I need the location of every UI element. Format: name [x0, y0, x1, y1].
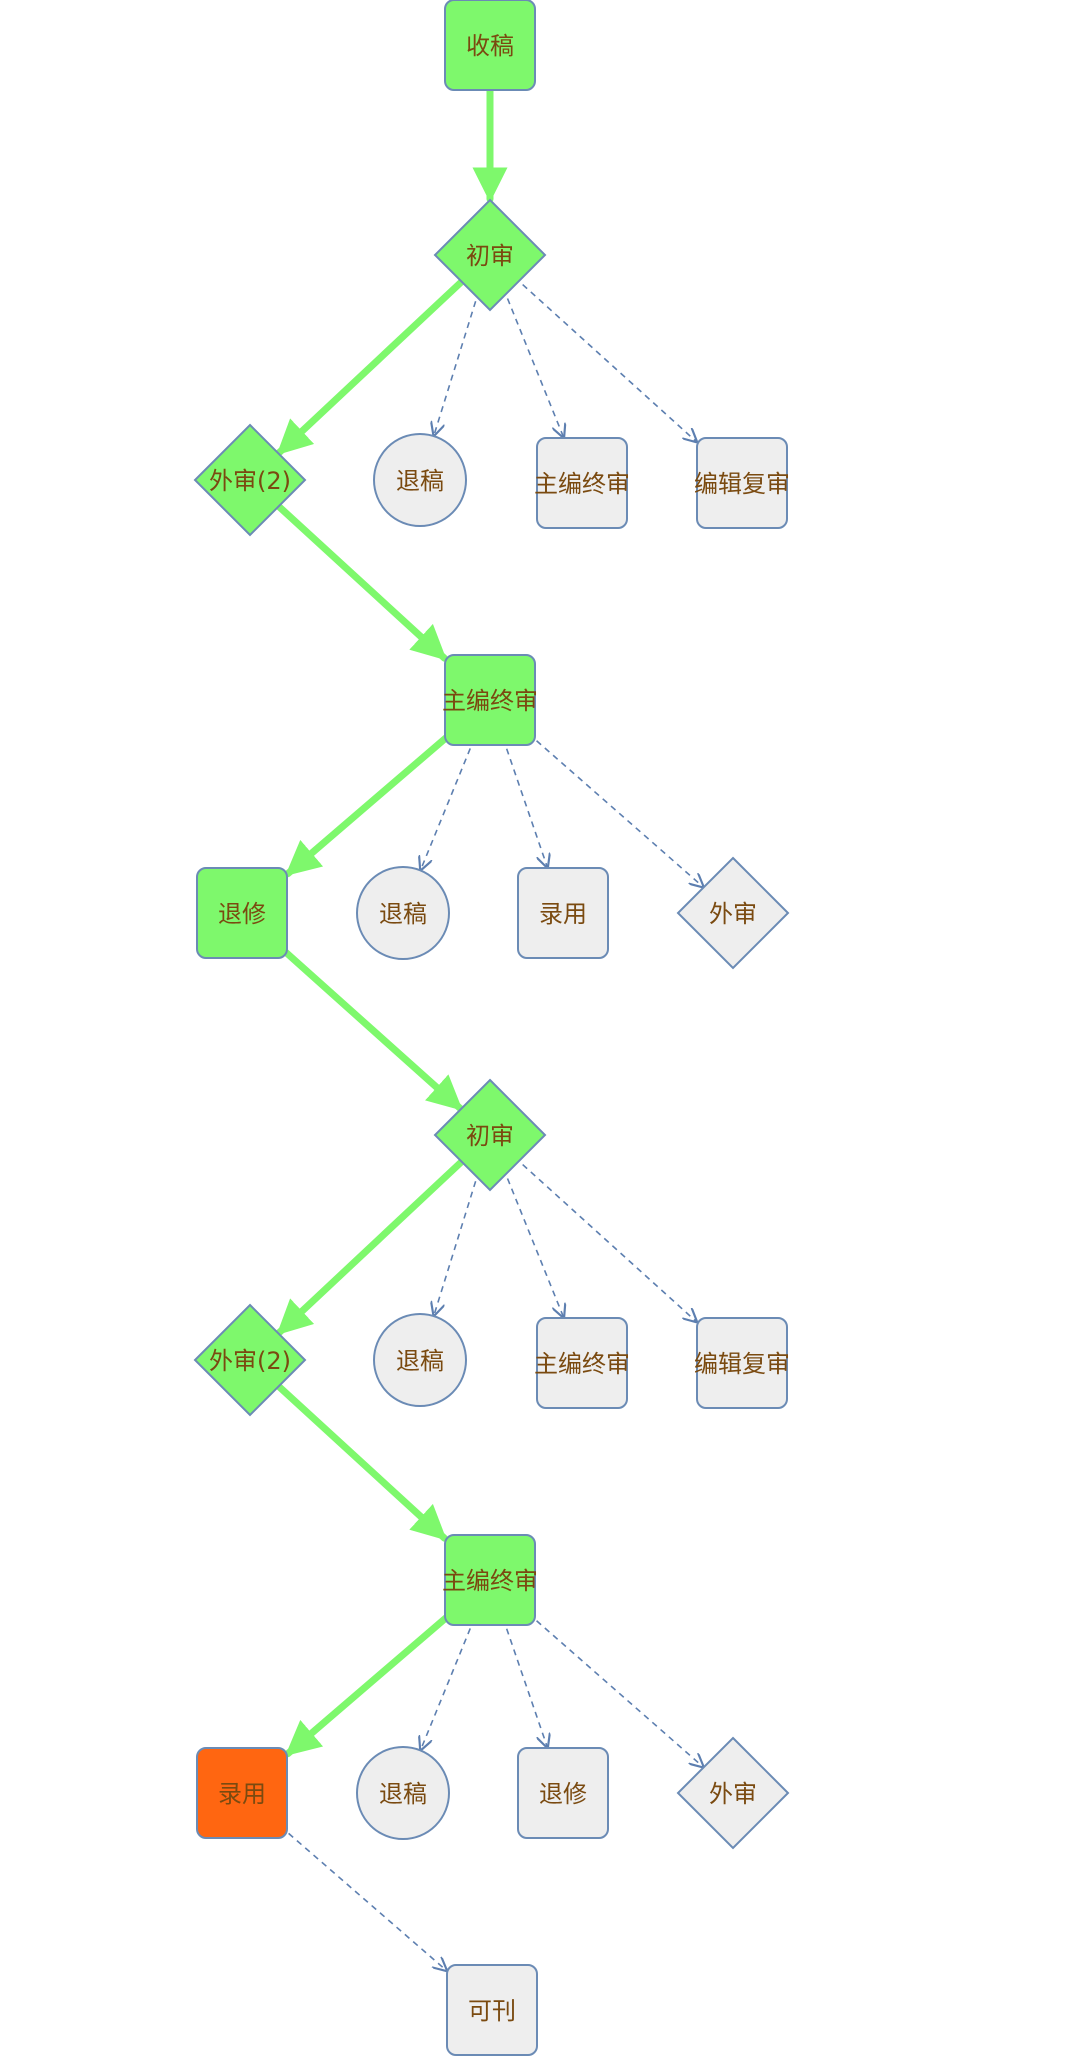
flow-node-n8[interactable]: 退修	[196, 867, 288, 959]
option-edge-n12-to-n15	[502, 1168, 563, 1317]
flow-node-n20[interactable]: 退修	[517, 1747, 609, 1839]
rounded-square-node-shape	[696, 437, 788, 529]
flow-node-n4[interactable]: 退稿	[373, 433, 467, 527]
diamond-node-shape	[193, 1303, 307, 1417]
node-label: 退稿	[396, 1347, 444, 1375]
rounded-square-node-shape	[517, 1747, 609, 1839]
option-edge-n7-to-n9	[421, 737, 476, 869]
rounded-square-node-shape	[696, 1317, 788, 1409]
flow-node-n12[interactable]: 初审	[433, 1078, 547, 1192]
flow-node-n7[interactable]: 主编终审	[442, 654, 538, 746]
node-label: 退稿	[396, 467, 444, 495]
option-edge-n17-to-n21	[527, 1612, 703, 1767]
rounded-square-node-shape	[446, 1964, 538, 2056]
circle-node-shape	[356, 1746, 450, 1840]
diamond-node-shape	[676, 1736, 790, 1850]
flow-node-n15[interactable]: 主编终审	[534, 1317, 630, 1409]
rounded-square-node-shape	[444, 0, 536, 91]
flow-node-n13[interactable]: 外审(2)	[193, 1303, 307, 1417]
option-edge-n12-to-n16	[513, 1156, 697, 1321]
flow-node-n6[interactable]: 编辑复审	[694, 437, 790, 529]
flow-node-n2[interactable]: 初审	[433, 198, 547, 312]
option-edge-n2-to-n4	[434, 290, 480, 435]
flow-node-n1[interactable]: 收稿	[444, 0, 536, 91]
node-label: 编辑复审	[694, 1350, 790, 1378]
diamond-node-shape	[676, 856, 790, 970]
diamond-node-shape	[193, 423, 307, 537]
flow-node-n16[interactable]: 编辑复审	[694, 1317, 790, 1409]
active-edge-n8-to-n12	[279, 945, 464, 1112]
node-label: 初审	[466, 242, 514, 270]
flow-node-n21[interactable]: 外审	[676, 1736, 790, 1850]
circle-node-shape	[356, 866, 450, 960]
node-label: 主编终审	[534, 1350, 630, 1378]
flow-node-n17[interactable]: 主编终审	[442, 1534, 538, 1626]
flow-node-n22[interactable]: 可刊	[446, 1964, 538, 2056]
rounded-square-node-shape	[196, 1747, 288, 1839]
node-label: 外审	[709, 1780, 757, 1808]
flow-node-n19[interactable]: 退稿	[356, 1746, 450, 1840]
option-edge-n17-to-n20	[502, 1618, 547, 1747]
node-label: 编辑复审	[694, 470, 790, 498]
node-label: 初审	[466, 1122, 514, 1150]
flow-node-n10[interactable]: 录用	[517, 867, 609, 959]
rounded-square-node-shape	[536, 437, 628, 529]
option-edge-n7-to-n10	[502, 738, 547, 867]
active-edge-n12-to-n13	[275, 1155, 468, 1337]
option-edge-n18-to-n22	[279, 1825, 446, 1970]
edges-layer	[272, 82, 703, 1971]
active-edge-n13-to-n17	[272, 1380, 448, 1542]
rounded-square-node-shape	[444, 654, 536, 746]
flow-node-n14[interactable]: 退稿	[373, 1313, 467, 1407]
node-label: 外审(2)	[209, 467, 291, 495]
node-label: 可刊	[468, 1997, 516, 2025]
node-label: 退稿	[379, 1780, 427, 1808]
flow-node-n9[interactable]: 退稿	[356, 866, 450, 960]
option-edge-n7-to-n11	[527, 732, 703, 887]
nodes-layer: 收稿初审外审(2)退稿主编终审编辑复审主编终审退修退稿录用外审初审外审(2)退稿…	[193, 0, 790, 2056]
rounded-square-node-shape	[536, 1317, 628, 1409]
node-label: 外审(2)	[209, 1347, 291, 1375]
active-edge-n3-to-n7	[272, 500, 448, 662]
node-label: 收稿	[466, 32, 514, 60]
rounded-square-node-shape	[517, 867, 609, 959]
flow-node-n18[interactable]: 录用	[196, 1747, 288, 1839]
node-label: 外审	[709, 900, 757, 928]
option-edge-n17-to-n19	[421, 1617, 476, 1749]
flow-node-n5[interactable]: 主编终审	[534, 437, 630, 529]
diamond-node-shape	[433, 198, 547, 312]
diamond-node-shape	[433, 1078, 547, 1192]
node-label: 录用	[218, 1780, 266, 1808]
node-label: 退稿	[379, 900, 427, 928]
active-edge-n7-to-n8	[284, 731, 453, 878]
option-edge-n2-to-n6	[513, 276, 697, 441]
node-label: 退修	[218, 900, 266, 928]
circle-node-shape	[373, 1313, 467, 1407]
node-label: 主编终审	[534, 470, 630, 498]
flow-node-n11[interactable]: 外审	[676, 856, 790, 970]
option-edge-n12-to-n14	[434, 1170, 480, 1315]
active-edge-n17-to-n18	[284, 1611, 453, 1758]
node-label: 录用	[539, 900, 587, 928]
rounded-square-node-shape	[444, 1534, 536, 1626]
flow-node-n3[interactable]: 外审(2)	[193, 423, 307, 537]
option-edge-n2-to-n5	[502, 288, 563, 437]
node-label: 退修	[539, 1780, 587, 1808]
node-label: 主编终审	[442, 687, 538, 715]
active-edge-n2-to-n3	[275, 275, 468, 457]
rounded-square-node-shape	[196, 867, 288, 959]
circle-node-shape	[373, 433, 467, 527]
node-label: 主编终审	[442, 1567, 538, 1595]
